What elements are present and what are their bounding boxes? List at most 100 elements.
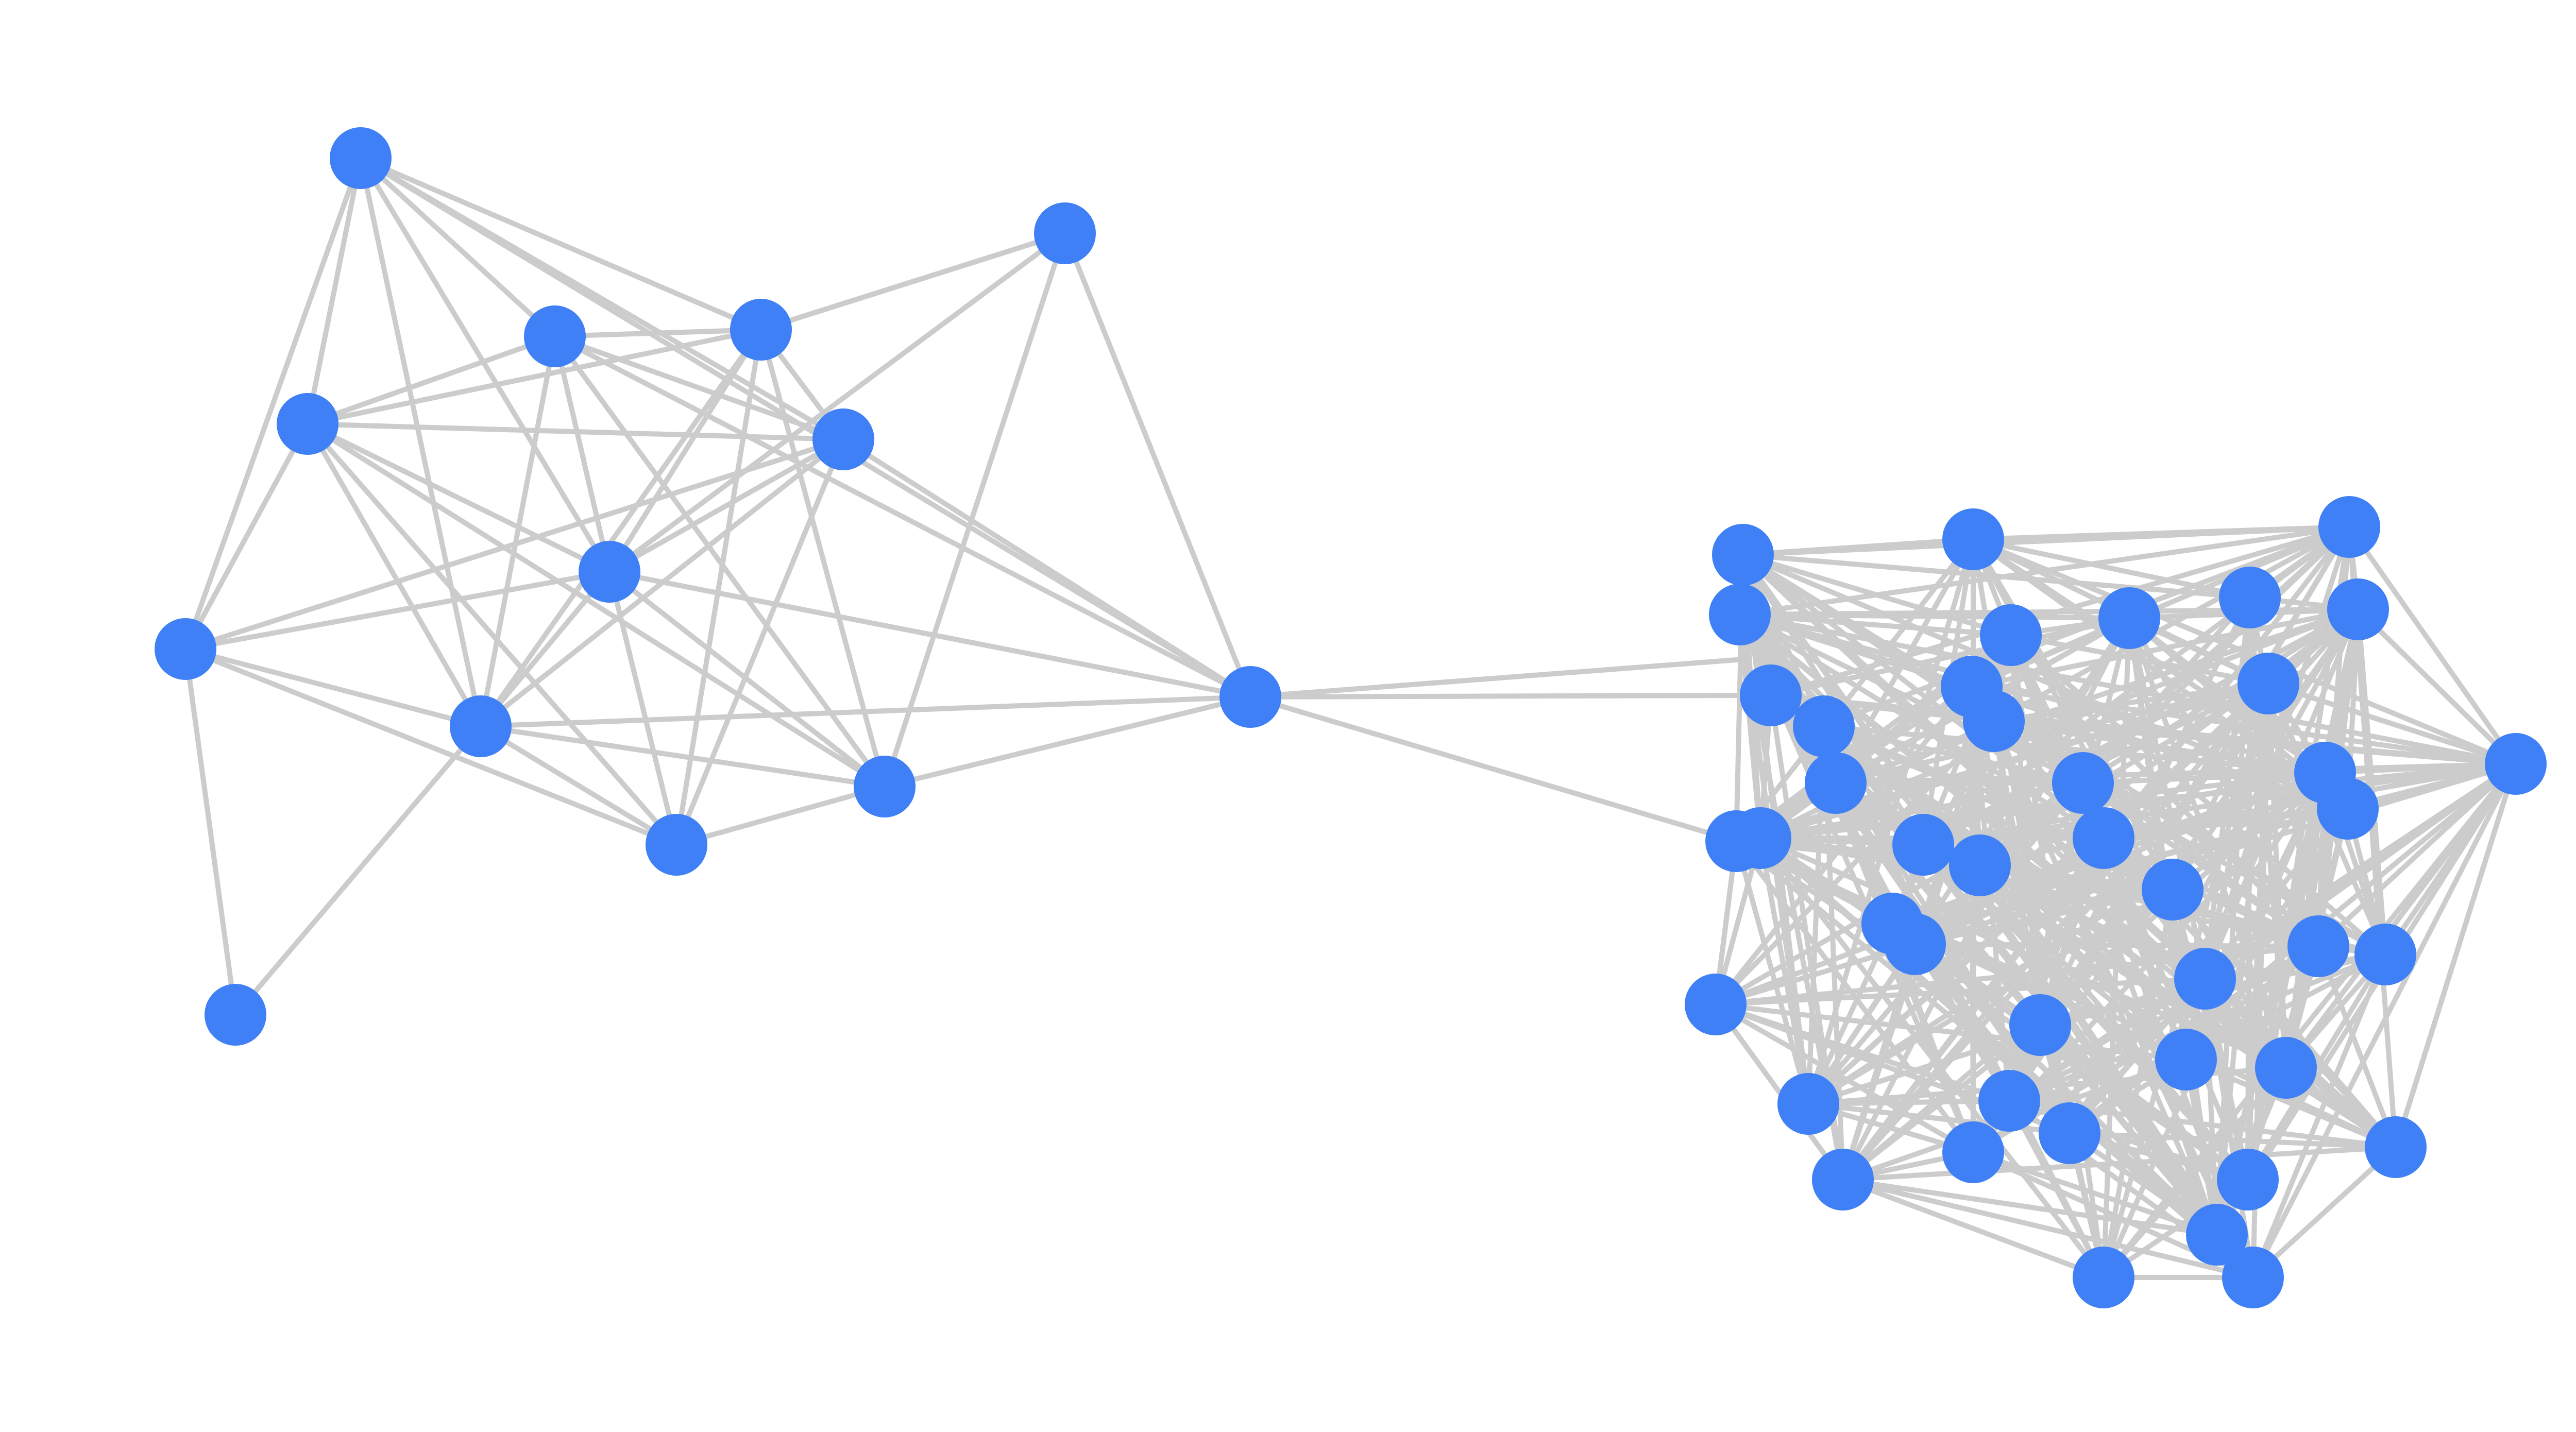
graph-edge-right bbox=[2250, 761, 2518, 1280]
graph-edge-left bbox=[758, 231, 1067, 332]
graph-edge-right bbox=[1768, 693, 1996, 724]
graph-edge-left bbox=[183, 646, 483, 729]
graph-node-right[interactable] bbox=[2174, 948, 2236, 1010]
graph-edge-left bbox=[305, 421, 612, 574]
bridge-edge bbox=[1248, 657, 1745, 700]
graph-node-right[interactable] bbox=[1949, 834, 2011, 896]
graph-edge-left bbox=[552, 327, 764, 339]
graph-node-left[interactable] bbox=[155, 618, 216, 680]
graph-node-right[interactable] bbox=[2039, 1102, 2100, 1164]
graph-node-right[interactable] bbox=[2073, 807, 2134, 869]
graph-edge-right bbox=[2101, 1065, 2289, 1280]
graph-node-right[interactable] bbox=[1740, 664, 1802, 726]
graph-node-right[interactable] bbox=[1777, 1073, 1839, 1135]
graph-node-right[interactable] bbox=[2255, 1037, 2317, 1099]
graph-node-left[interactable] bbox=[730, 299, 792, 361]
graph-edge-right bbox=[2283, 761, 2518, 1070]
graph-node-right[interactable] bbox=[2217, 1149, 2279, 1211]
graph-edge-left bbox=[882, 694, 1253, 789]
graph-node-right[interactable] bbox=[2485, 733, 2547, 795]
graph-edge-right bbox=[1713, 1002, 2189, 1062]
graph-node-right[interactable] bbox=[2365, 1116, 2427, 1178]
graph-edge-right bbox=[1758, 719, 1996, 841]
graph-edge-right bbox=[1991, 719, 2518, 766]
graph-node-right[interactable] bbox=[1709, 584, 1771, 645]
graph-edge-right bbox=[2355, 607, 2518, 766]
graph-node-right[interactable] bbox=[2287, 915, 2349, 977]
graph-node-right[interactable] bbox=[1892, 814, 1954, 876]
graph-edge-right bbox=[1806, 1098, 2012, 1106]
graph-node-left[interactable] bbox=[1034, 202, 1096, 264]
bridge-node[interactable] bbox=[1219, 666, 1281, 728]
graph-node-right[interactable] bbox=[1812, 1149, 1874, 1211]
graph-node-right[interactable] bbox=[1942, 1121, 2004, 1183]
graph-node-right[interactable] bbox=[2052, 752, 2114, 814]
graph-node-right[interactable] bbox=[2098, 587, 2160, 649]
graph-node-right[interactable] bbox=[1978, 1070, 2040, 1132]
graph-edge-right bbox=[2007, 976, 2208, 1103]
graph-node-right[interactable] bbox=[2073, 1247, 2134, 1308]
graph-edge-right bbox=[1840, 770, 2328, 1182]
graph-node-left[interactable] bbox=[812, 408, 874, 470]
graph-edge-right bbox=[2080, 770, 2328, 786]
graph-node-right[interactable] bbox=[1793, 695, 1855, 757]
graph-edge-right bbox=[1969, 684, 2518, 766]
graph-edge-right bbox=[1713, 942, 1918, 1007]
graph-edge-left bbox=[358, 156, 557, 339]
graph-edge-left bbox=[358, 156, 764, 332]
graph-edge-left bbox=[552, 334, 612, 574]
graph-edge-left bbox=[674, 784, 887, 847]
graph-node-right[interactable] bbox=[2317, 778, 2379, 840]
graph-node-left[interactable] bbox=[450, 695, 512, 757]
graph-node-left[interactable] bbox=[524, 305, 586, 367]
graph-edge-right bbox=[1758, 836, 1811, 1106]
graph-edge-right bbox=[2316, 761, 2518, 949]
graph-node-left[interactable] bbox=[330, 127, 392, 189]
graph-node-right[interactable] bbox=[2327, 578, 2389, 640]
graph-node-right[interactable] bbox=[1884, 913, 1946, 975]
graph-node-right[interactable] bbox=[2009, 994, 2071, 1056]
graph-node-right[interactable] bbox=[2142, 859, 2204, 920]
graph-node-right[interactable] bbox=[1980, 604, 2042, 666]
graph-edge-right bbox=[1758, 780, 2086, 841]
graph-edge-left bbox=[183, 421, 310, 652]
graph-edge-right bbox=[1821, 724, 2328, 775]
graph-node-right[interactable] bbox=[2238, 653, 2299, 714]
graph-edge-left bbox=[841, 437, 1253, 700]
graph-edge-left bbox=[478, 569, 612, 729]
graph-node-right[interactable] bbox=[2155, 1029, 2217, 1090]
graph-node-right[interactable] bbox=[1942, 508, 2004, 570]
graph-edge-left bbox=[305, 421, 679, 847]
graph-edge-right bbox=[2170, 887, 2398, 1150]
bridge-edge bbox=[1248, 694, 1739, 844]
graph-edge-right bbox=[1737, 612, 2106, 841]
graph-node-left[interactable] bbox=[646, 814, 707, 876]
graph-node-right[interactable] bbox=[1730, 807, 1791, 869]
graph-edge-left bbox=[183, 569, 612, 652]
graph-node-right[interactable] bbox=[1712, 524, 1774, 586]
graph-edge-left bbox=[478, 724, 679, 847]
graph-node-left[interactable] bbox=[579, 541, 640, 603]
graph-node-right[interactable] bbox=[1963, 690, 2025, 752]
graph-node-left[interactable] bbox=[205, 984, 266, 1046]
graph-edge-left bbox=[607, 437, 846, 574]
graph-edge-right bbox=[1734, 537, 1976, 844]
graph-edge-right bbox=[2008, 633, 2271, 686]
graph-edge-right bbox=[1840, 1177, 2106, 1280]
graph-edge-left bbox=[183, 646, 238, 1017]
graph-node-right[interactable] bbox=[2318, 496, 2380, 558]
graph-node-right[interactable] bbox=[2222, 1247, 2284, 1308]
graph-node-left[interactable] bbox=[277, 393, 338, 455]
graph-node-right[interactable] bbox=[1685, 974, 1747, 1035]
graph-node-right[interactable] bbox=[2186, 1204, 2248, 1266]
graph-edge-left bbox=[478, 334, 557, 729]
graph-edge-left bbox=[305, 327, 764, 427]
graph-edge-left bbox=[183, 646, 679, 847]
graph-edge-right bbox=[1991, 681, 2271, 724]
graph-node-right[interactable] bbox=[1805, 752, 1867, 814]
graph-node-left[interactable] bbox=[854, 756, 916, 817]
graph-node-right[interactable] bbox=[2219, 567, 2281, 628]
graph-edge-right bbox=[1713, 719, 1996, 1007]
graph-node-right[interactable] bbox=[2354, 924, 2416, 985]
graph-edge-left bbox=[305, 421, 483, 729]
